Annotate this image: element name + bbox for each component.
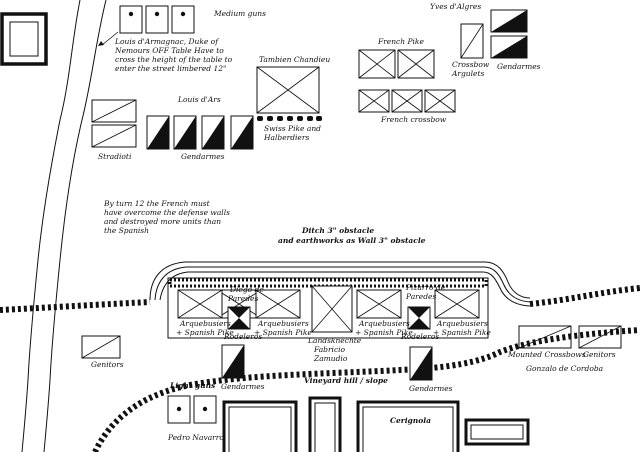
genitors-right-unit [578, 325, 622, 349]
landsknechte-label-2: Fabricio [313, 345, 346, 354]
french-crossbow-label: French crossbow [380, 115, 447, 124]
cerignola-label: Cerignola [390, 416, 431, 425]
mounted-crossbows-label: Mounted Crossbows [507, 350, 586, 359]
rodeleros-unit-1 [227, 306, 251, 330]
armagnac-note-1: Louis d'Armagnac, Duke of [114, 37, 219, 46]
tambien-label: Tambien Chandieu [259, 55, 330, 64]
french-pike-label: French Pike [377, 37, 424, 46]
genitors-left-label: Genitors [91, 360, 124, 369]
arq-2-label-b: + Spanish Pike [254, 328, 312, 337]
pizarro-label-1: Pizarro de [405, 283, 446, 292]
rodeleros-label-2: Rodeleros [400, 332, 439, 341]
genitors-right-label: Genitors [583, 350, 616, 359]
turn12-note-3: and destroyed more units than [104, 217, 221, 226]
ditch-line [0, 285, 640, 313]
swiss-pike-unit [256, 66, 320, 114]
arq-3-label-b: + Spanish Pike [355, 328, 413, 337]
arq-1-label-b: + Spanish Pike [176, 328, 234, 337]
genitors-left-unit [81, 335, 121, 359]
ditch-label-2: and earthworks as Wall 3" obstacle [278, 236, 426, 245]
swiss-skirmish-dots [257, 116, 322, 121]
pedro-navarro-label: Pedro Navarro [167, 433, 224, 442]
gendarmes-top-label: Gendarmes [497, 62, 541, 71]
gendarmes-bottom-unit-2 [409, 346, 433, 381]
light-guns-label: Light guns [169, 381, 216, 390]
landsknechte-label-3: Zamudio [313, 354, 348, 363]
light-guns [167, 395, 217, 424]
turn12-note-4: the Spanish [104, 226, 149, 235]
crossbow-argulets-unit [460, 23, 484, 59]
rodeleros-unit-2 [407, 306, 431, 330]
road-edge-left [21, 0, 81, 452]
rodeleros-label-1: Rodeleros [223, 332, 262, 341]
gonzalo-label: Gonzalo de Cordoba [526, 364, 603, 373]
arq-4-label-b: + Spanish Pike [433, 328, 491, 337]
swiss-label-1: Swiss Pike and [264, 124, 321, 133]
pizarro-label-2: Paredes [405, 292, 436, 301]
armagnac-note-3: cross the height of the table to [115, 55, 233, 64]
crossbow-label-2: Argulets [451, 69, 484, 78]
road-edge-right [43, 0, 107, 452]
town-buildings [222, 396, 530, 452]
arq-3-label-a: Arquebusiers [358, 319, 410, 328]
gendarmes-top-units [490, 9, 528, 59]
french-crossbow-units [358, 89, 456, 113]
diego-label-2: Paredes [227, 294, 258, 303]
swiss-label-2: Halberdiers [263, 133, 309, 142]
crossbow-label-1: Crossbow [452, 60, 490, 69]
ditch-label-1: Ditch 3" obstacle [301, 226, 374, 235]
vineyard-label: Vineyard hill / slope [304, 376, 388, 385]
armagnac-note-4: enter the street limbered 12" [115, 64, 226, 73]
turn12-note-1: By turn 12 the French must [103, 199, 211, 208]
arq-2-label-a: Arquebusiers [257, 319, 309, 328]
gendarmes-left-units [146, 115, 254, 150]
armagnac-note-2: Nemours OFF Table Have to [114, 46, 224, 55]
stradioti-units [91, 99, 137, 148]
turn12-note-2: have overcome the defense walls [104, 208, 230, 217]
gendarmes-bottom-label-1: Gendarmes [221, 382, 265, 391]
vineyard-slope [92, 327, 640, 452]
diego-label-1: Diego de [229, 285, 264, 294]
gendarmes-left-label: Gendarmes [181, 152, 225, 161]
arq-1-label-a: Arquebusiers [179, 319, 231, 328]
gendarmes-bottom-label-2: Gendarmes [409, 384, 453, 393]
gendarmes-bottom-unit-1 [221, 344, 245, 379]
medium-guns [119, 5, 195, 34]
landsknechte-label-1: Landsknechte [307, 336, 362, 345]
yves-label: Yves d'Algres [430, 2, 481, 11]
stradioti-label: Stradioti [98, 152, 132, 161]
medium-guns-label: Medium guns [213, 9, 266, 18]
arq-4-label-a: Arquebusiers [436, 319, 488, 328]
louis-dars-label: Louis d'Ars [177, 95, 221, 104]
french-pike-unit-1 [358, 49, 396, 79]
french-pike-unit-2 [397, 49, 435, 79]
